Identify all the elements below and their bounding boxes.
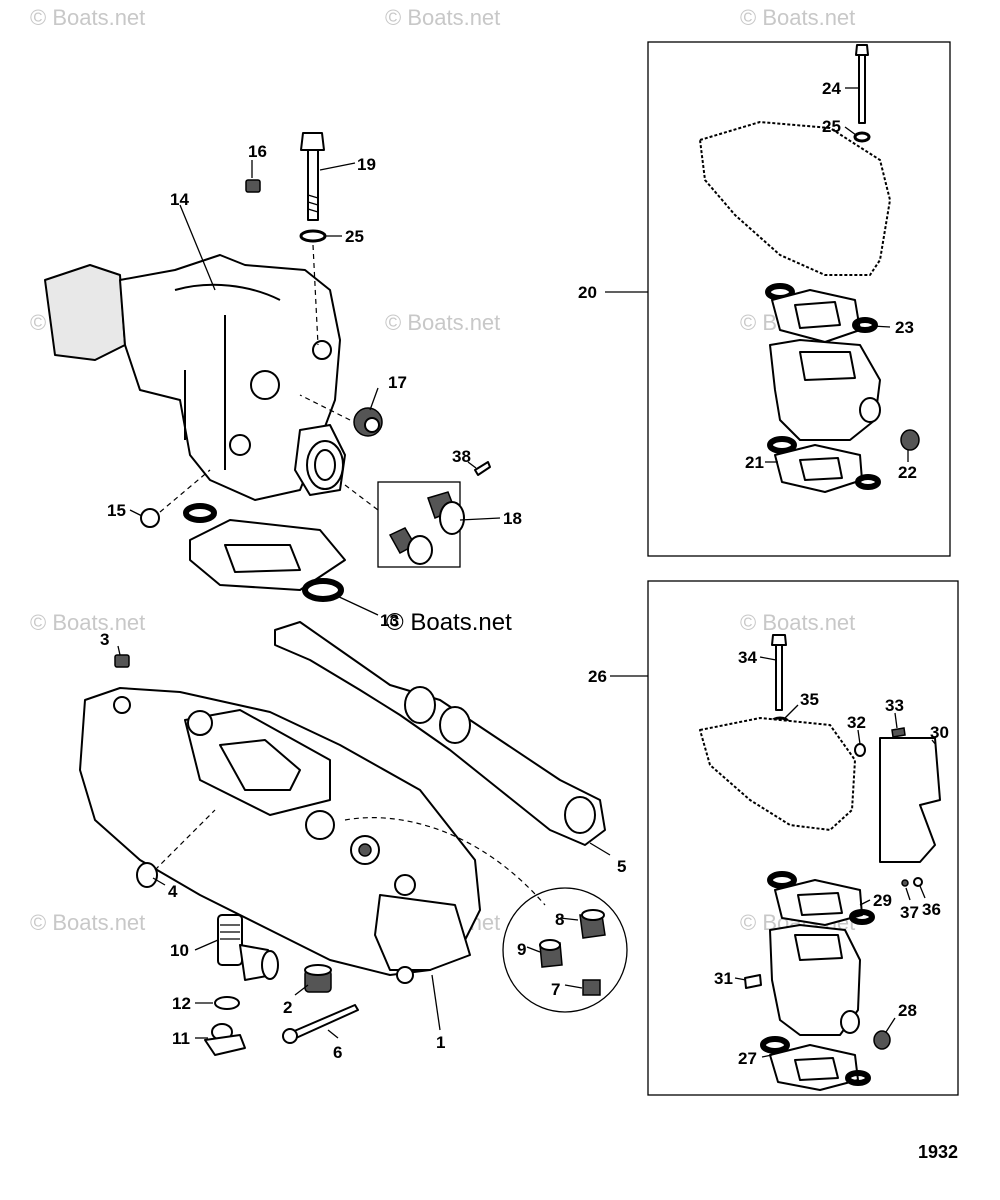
- callouts: 1 2 3 4 5 6 7 8 9 10 11 12 13 14 15 16 1…: [100, 79, 949, 1068]
- watermark-main: © Boats.net: [386, 609, 512, 636]
- watermark-5: © Boats.net: [385, 310, 500, 335]
- callout-2: 2: [283, 998, 292, 1017]
- riser-26-icon: [769, 924, 861, 1036]
- pin-38-icon: [474, 461, 491, 476]
- gasket-icon: [183, 503, 346, 602]
- callout-4: 4: [168, 882, 178, 901]
- callout-34: 34: [738, 648, 757, 667]
- washer-25: [299, 229, 327, 243]
- callout-8: 8: [555, 910, 564, 929]
- callout-21: 21: [745, 453, 764, 472]
- callout-24: 24: [822, 79, 841, 98]
- fittings-7-8-9-icon: [539, 909, 606, 996]
- callout-11: 11: [172, 1029, 190, 1048]
- callout-13: 13: [380, 611, 399, 630]
- watermark-9: © Boats.net: [30, 910, 145, 935]
- callout-15: 15: [107, 501, 126, 520]
- ring-12-icon: [214, 996, 240, 1010]
- dash-15: [159, 469, 211, 513]
- fittings-circle: [502, 887, 628, 1013]
- callout-26: 26: [588, 667, 607, 686]
- callout-17: 17: [388, 373, 407, 392]
- callout-25b: 25: [822, 117, 841, 136]
- dash-19: [312, 244, 319, 346]
- watermark-1: © Boats.net: [30, 5, 145, 30]
- fitting-18-icon: [388, 491, 465, 565]
- plug-15-icon: [140, 508, 160, 528]
- plug-22-icon: [900, 429, 920, 451]
- callout-28: 28: [898, 1001, 917, 1020]
- exhaust-elbow-icon: [44, 254, 346, 501]
- nut-32-icon: [854, 743, 866, 757]
- callout-22: 22: [898, 463, 917, 482]
- washer-36-icon: [913, 877, 923, 887]
- manifold-gasket-5-icon: [274, 621, 606, 846]
- screw-33-icon: [891, 727, 906, 738]
- callout-12: 12: [172, 994, 191, 1013]
- figure-number: 1932: [918, 1142, 958, 1162]
- callout-36: 36: [922, 900, 941, 919]
- bolt-6-icon: [282, 1004, 359, 1044]
- gasket-icon: [767, 871, 875, 926]
- dash-17: [299, 394, 351, 421]
- callout-5: 5: [617, 857, 626, 876]
- callout-20: 20: [578, 283, 597, 302]
- callout-9: 9: [517, 940, 526, 959]
- engine-outline-26-icon: [699, 717, 856, 831]
- callout-37: 37: [900, 903, 919, 922]
- callout-35: 35: [800, 690, 819, 709]
- plug-2-icon: [304, 964, 332, 993]
- callout-10: 10: [170, 941, 189, 960]
- callout-25a: 25: [345, 227, 364, 246]
- watermark-2: © Boats.net: [385, 5, 500, 30]
- callout-16: 16: [248, 142, 267, 161]
- riser-20-icon: [769, 339, 881, 441]
- ring-4-icon: [136, 862, 158, 888]
- callout-31: 31: [714, 969, 733, 988]
- callout-6: 6: [333, 1043, 342, 1062]
- fitting-11-icon: [204, 1023, 246, 1056]
- plug-17-icon: [353, 407, 383, 437]
- dash-manifold-fittings: [344, 817, 546, 906]
- callout-3: 3: [100, 630, 109, 649]
- washer-25b: [853, 131, 871, 143]
- watermark-8: © Boats.net: [740, 610, 855, 635]
- callout-23: 23: [895, 318, 914, 337]
- exhaust-manifold-icon: [79, 687, 481, 984]
- kit-box-26: [647, 580, 959, 1096]
- plug-28-icon: [873, 1030, 891, 1050]
- callout-33: 33: [885, 696, 904, 715]
- callout-29: 29: [873, 891, 892, 910]
- watermark-7: © Boats.net: [30, 610, 145, 635]
- dash-18: [344, 484, 379, 511]
- callout-30: 30: [930, 723, 949, 742]
- gasket-icon: [767, 436, 881, 493]
- kit-box-20: [647, 41, 951, 557]
- screw-31-icon: [744, 974, 762, 989]
- gasket-icon: [765, 283, 878, 343]
- callout-27: 27: [738, 1049, 757, 1068]
- heat-shield-30-icon: [879, 737, 941, 863]
- gasket-icon: [760, 1036, 871, 1091]
- callout-14: 14: [170, 190, 189, 209]
- nut-3-icon: [114, 654, 130, 668]
- callout-32: 32: [847, 713, 866, 732]
- watermark-3: © Boats.net: [740, 5, 855, 30]
- bolt-icon: [855, 44, 869, 124]
- callout-19: 19: [357, 155, 376, 174]
- nut-37-icon: [901, 879, 909, 887]
- bolt-icon: [771, 634, 787, 711]
- callout-38: 38: [452, 447, 471, 466]
- engine-outline-20-icon: [699, 121, 891, 276]
- callout-1: 1: [436, 1033, 445, 1052]
- bolt-icon: [300, 132, 325, 221]
- leader-lines: [117, 87, 937, 1058]
- callout-7: 7: [551, 980, 560, 999]
- callout-18: 18: [503, 509, 522, 528]
- plug-16-icon: [245, 179, 261, 193]
